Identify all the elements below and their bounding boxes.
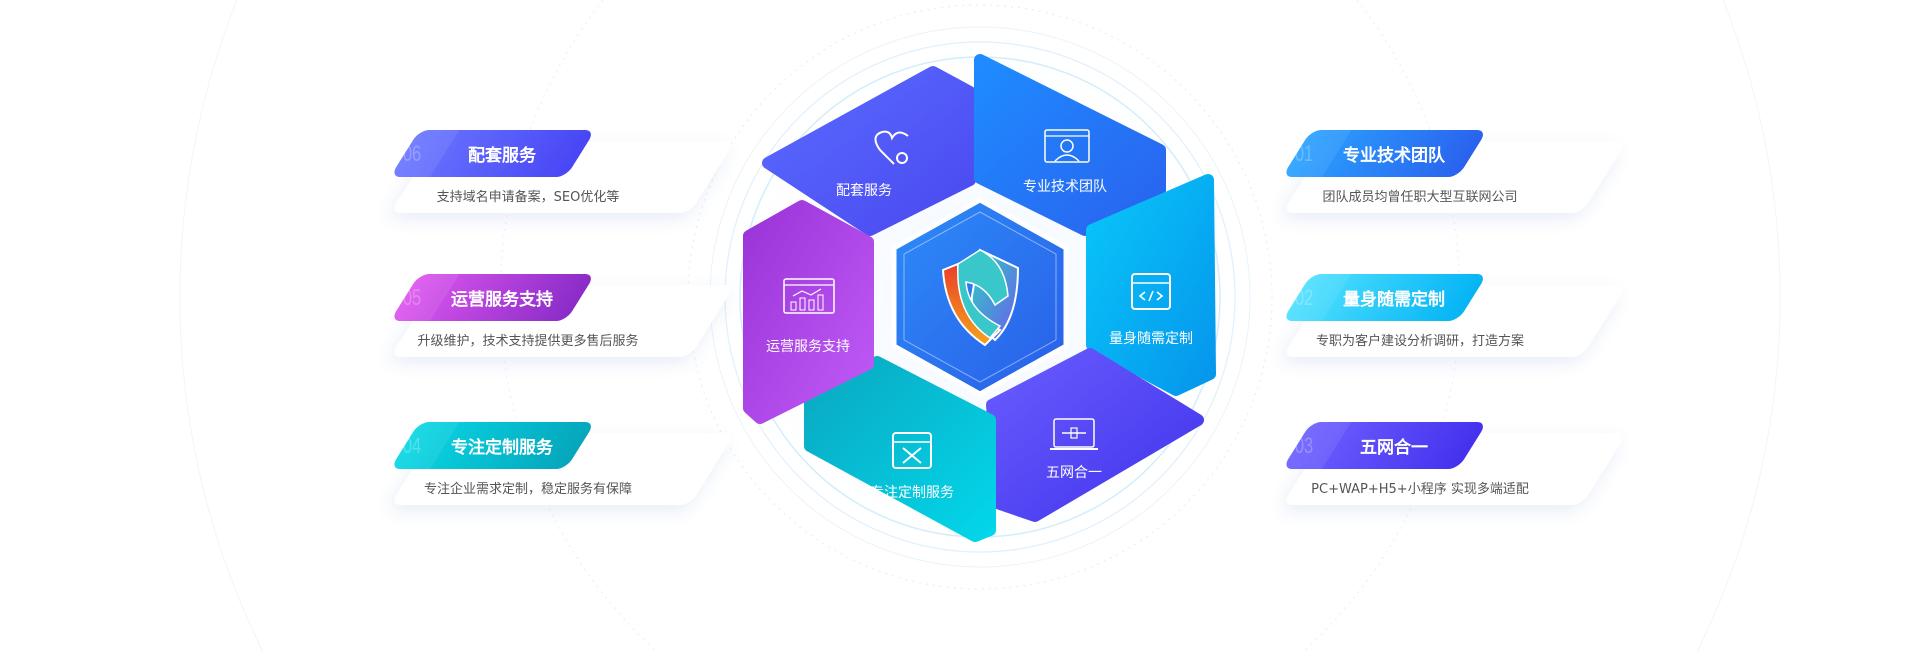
feature-card-02: 专职为客户建设分析调研，打造方案 02 量身随需定制 (1268, 274, 1627, 364)
card-number: 06 (402, 140, 422, 166)
segment-4[interactable] (986, 348, 1204, 522)
card-title: 量身随需定制 (1343, 290, 1445, 310)
feature-card-05: 升级维护，技术支持提供更多售后服务 05 运营服务支持 (376, 274, 735, 364)
segment-2[interactable] (974, 54, 1166, 236)
segment-label: 配套服务 (836, 183, 892, 199)
code-icon (1131, 273, 1171, 310)
card-title: 五网合一 (1360, 438, 1428, 458)
devices-icon (1050, 418, 1098, 450)
card-desc: 专职为客户建设分析调研，打造方案 (1315, 334, 1524, 349)
feature-card-03: PC+WAP+H5+小程序 实现多端适配 03 五网合一 (1268, 422, 1627, 512)
segment-label: 量身随需定制 (1109, 331, 1193, 347)
card-desc: PC+WAP+H5+小程序 实现多端适配 (1311, 482, 1529, 497)
card-title: 专业技术团队 (1343, 146, 1445, 166)
feature-card-01: 团队成员均曾任职大型互联网公司 01 专业技术团队 (1268, 130, 1627, 220)
segment-label: 专业技术团队 (1023, 179, 1107, 195)
segment-label: 专注定制服务 (870, 485, 954, 501)
feature-card-06: 支持域名申请备案，SEO优化等 06 配套服务 (376, 130, 735, 220)
segment-label: 运营服务支持 (766, 339, 850, 355)
card-number: 03 (1294, 432, 1314, 458)
card-desc: 团队成员均曾任职大型互联网公司 (1322, 190, 1518, 205)
card-number: 04 (402, 432, 422, 458)
card-title: 运营服务支持 (451, 290, 553, 310)
card-number: 02 (1294, 284, 1314, 310)
design-icon (892, 432, 932, 469)
card-desc: 支持域名申请备案，SEO优化等 (436, 190, 620, 205)
heart-gear-icon (874, 130, 909, 165)
card-title: 配套服务 (468, 146, 536, 166)
feature-card-04: 专注企业需求定制，稳定服务有保障 04 专注定制服务 (376, 422, 735, 512)
card-number: 01 (1294, 140, 1314, 166)
card-number: 05 (402, 284, 422, 310)
chart-icon (783, 278, 835, 314)
segment-label: 五网合一 (1046, 465, 1102, 481)
team-icon (1044, 129, 1090, 163)
shield-logo (941, 248, 1020, 347)
segment-6[interactable] (743, 200, 874, 424)
card-desc: 专注企业需求定制，稳定服务有保障 (423, 482, 632, 497)
segment-5[interactable] (804, 356, 996, 542)
segment-1[interactable] (762, 66, 976, 236)
card-desc: 升级维护，技术支持提供更多售后服务 (417, 334, 639, 349)
center-hexagon (891, 197, 1069, 397)
card-title: 专注定制服务 (451, 438, 553, 458)
segment-3[interactable] (1086, 174, 1216, 396)
